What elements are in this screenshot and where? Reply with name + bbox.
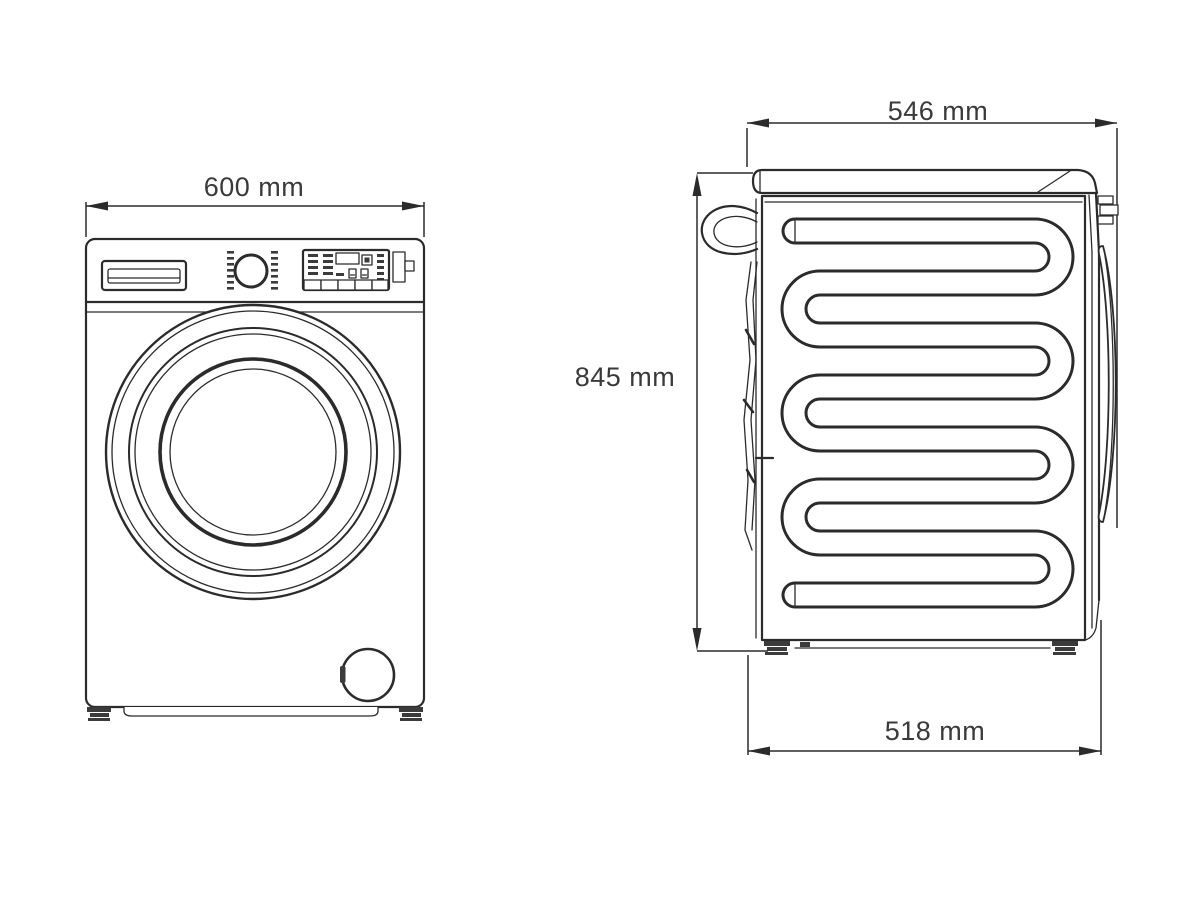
power-switch — [393, 252, 414, 282]
knob-tick-marks — [227, 251, 278, 290]
drain-hose-loop — [702, 206, 757, 254]
arrow-down-icon — [692, 628, 702, 651]
arrow-left-icon — [748, 746, 770, 756]
side-fascia-and-knob — [1085, 194, 1118, 640]
display-window — [336, 253, 359, 264]
filter-door — [340, 649, 394, 701]
program-knob — [227, 251, 278, 290]
back-panel-details — [744, 262, 773, 550]
filter-door-latch — [340, 666, 346, 683]
side-back-foot — [764, 641, 790, 655]
side-depth-bottom-dimension — [748, 620, 1101, 756]
arrow-left-icon — [747, 118, 769, 128]
front-left-foot — [87, 707, 111, 721]
option-button — [362, 255, 372, 265]
front-right-foot — [399, 707, 423, 721]
control-panel — [303, 250, 389, 290]
push-button-row — [304, 280, 388, 290]
side-height-dimension — [692, 173, 769, 651]
side-top-panel — [753, 170, 1097, 193]
knob-profile — [1098, 196, 1118, 224]
front-view — [86, 201, 424, 721]
arrow-right-icon — [402, 201, 424, 211]
side-view — [692, 118, 1119, 756]
front-width-label: 600 mm — [203, 172, 305, 202]
small-buttons — [336, 269, 368, 278]
front-width-dimension — [86, 201, 424, 238]
arrow-right-icon — [1079, 746, 1101, 756]
side-depth-bottom-label: 518 mm — [884, 716, 986, 746]
door-profile-inner-line — [1105, 256, 1113, 512]
arrow-up-icon — [692, 173, 702, 196]
side-height-label: 845 mm — [574, 362, 676, 392]
detergent-drawer — [102, 261, 186, 290]
front-base — [87, 707, 423, 721]
arrow-left-icon — [86, 201, 108, 211]
side-cabinet-outline — [762, 196, 1085, 640]
porthole-door — [106, 305, 400, 599]
side-depth-top-label: 546 mm — [887, 96, 989, 126]
side-depth-top-dimension — [747, 118, 1117, 529]
side-base — [764, 641, 1078, 655]
arrow-right-icon — [1095, 118, 1117, 128]
side-panel-serpentine-emboss — [794, 221, 1061, 606]
side-front-foot — [1052, 641, 1078, 655]
